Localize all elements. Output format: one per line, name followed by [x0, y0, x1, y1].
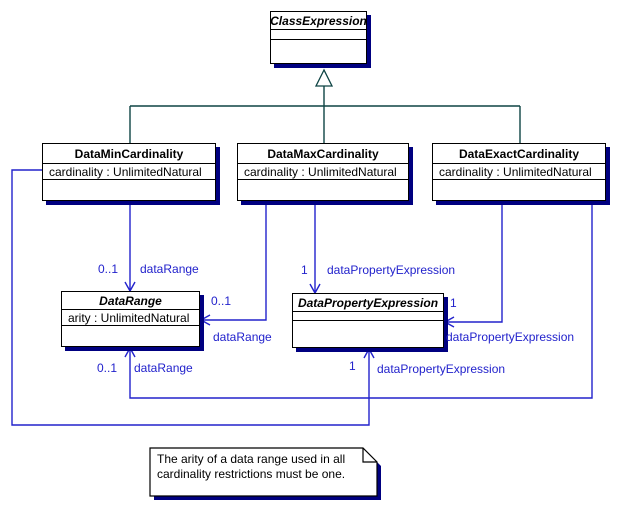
- role-label: dataPropertyExpression: [377, 362, 506, 376]
- class-title: DataMinCardinality: [43, 144, 215, 164]
- open-arrowhead-exact-datapropertyexpression: [443, 316, 455, 328]
- class-operations-compartment: [43, 180, 215, 200]
- class-datamincardinality: DataMinCardinality cardinality : Unlimit…: [42, 143, 216, 201]
- class-title: DataRange: [62, 292, 199, 310]
- class-operations-compartment: [62, 326, 199, 346]
- class-operations-compartment: [433, 180, 605, 200]
- open-arrowhead-max-datarange: [199, 314, 211, 326]
- class-attribute: cardinality : UnlimitedNatural: [238, 164, 408, 180]
- multiplicity-label: 1: [349, 359, 356, 373]
- class-datarange: DataRange arity : UnlimitedNatural: [61, 291, 200, 347]
- class-classexpression: ClassExpression: [270, 11, 367, 64]
- role-label: dataRange: [213, 330, 272, 344]
- note-line: cardinality restrictions must be one.: [157, 467, 346, 481]
- class-attribute: cardinality : UnlimitedNatural: [433, 164, 605, 180]
- note-shape: [149, 447, 378, 497]
- generalization-triangle-icon: [314, 68, 334, 87]
- class-attributes-compartment: [271, 30, 366, 40]
- multiplicity-label: 0..1: [211, 294, 232, 308]
- multiplicity-label: 0..1: [98, 262, 119, 276]
- note-fold-corner: [362, 448, 377, 463]
- note-line: The arity of a data range used in all: [157, 452, 346, 466]
- class-attribute: arity : UnlimitedNatural: [62, 310, 199, 326]
- role-label: dataRange: [140, 262, 199, 276]
- association-edge-exact-datapropertyexpression: [445, 201, 503, 323]
- class-title: DataExactCardinality: [433, 144, 605, 164]
- role-label: dataRange: [134, 361, 193, 375]
- class-title: DataPropertyExpression: [293, 294, 443, 312]
- multiplicity-label: 1: [450, 296, 457, 310]
- multiplicity-label: 1: [301, 263, 308, 277]
- class-operations-compartment: [293, 321, 443, 347]
- note: The arity of a data range used in all ca…: [157, 452, 345, 482]
- class-operations-compartment: [238, 180, 408, 200]
- role-label: dataPropertyExpression: [327, 263, 456, 277]
- multiplicity-label: 0..1: [97, 361, 118, 375]
- class-operations-compartment: [271, 40, 366, 63]
- class-dataexactcardinality: DataExactCardinality cardinality : Unlim…: [432, 143, 606, 201]
- class-title: DataMaxCardinality: [238, 144, 408, 164]
- class-attributes-compartment: [293, 312, 443, 321]
- open-arrowhead-min-datapropertyexpression: [363, 347, 375, 359]
- class-title: ClassExpression: [270, 12, 367, 30]
- class-datapropertyexpression: DataPropertyExpression: [292, 293, 444, 348]
- class-attribute: cardinality : UnlimitedNatural: [43, 164, 215, 180]
- open-arrowhead-exact-datarange: [124, 346, 136, 358]
- role-label: dataPropertyExpression: [446, 330, 575, 344]
- class-datamaxcardinality: DataMaxCardinality cardinality : Unlimit…: [237, 143, 409, 201]
- association-edge-max-datarange: [201, 201, 267, 321]
- association-edge-exact-datarange: [129, 201, 593, 399]
- association-edge-min-datapropertyexpression: [11, 169, 370, 426]
